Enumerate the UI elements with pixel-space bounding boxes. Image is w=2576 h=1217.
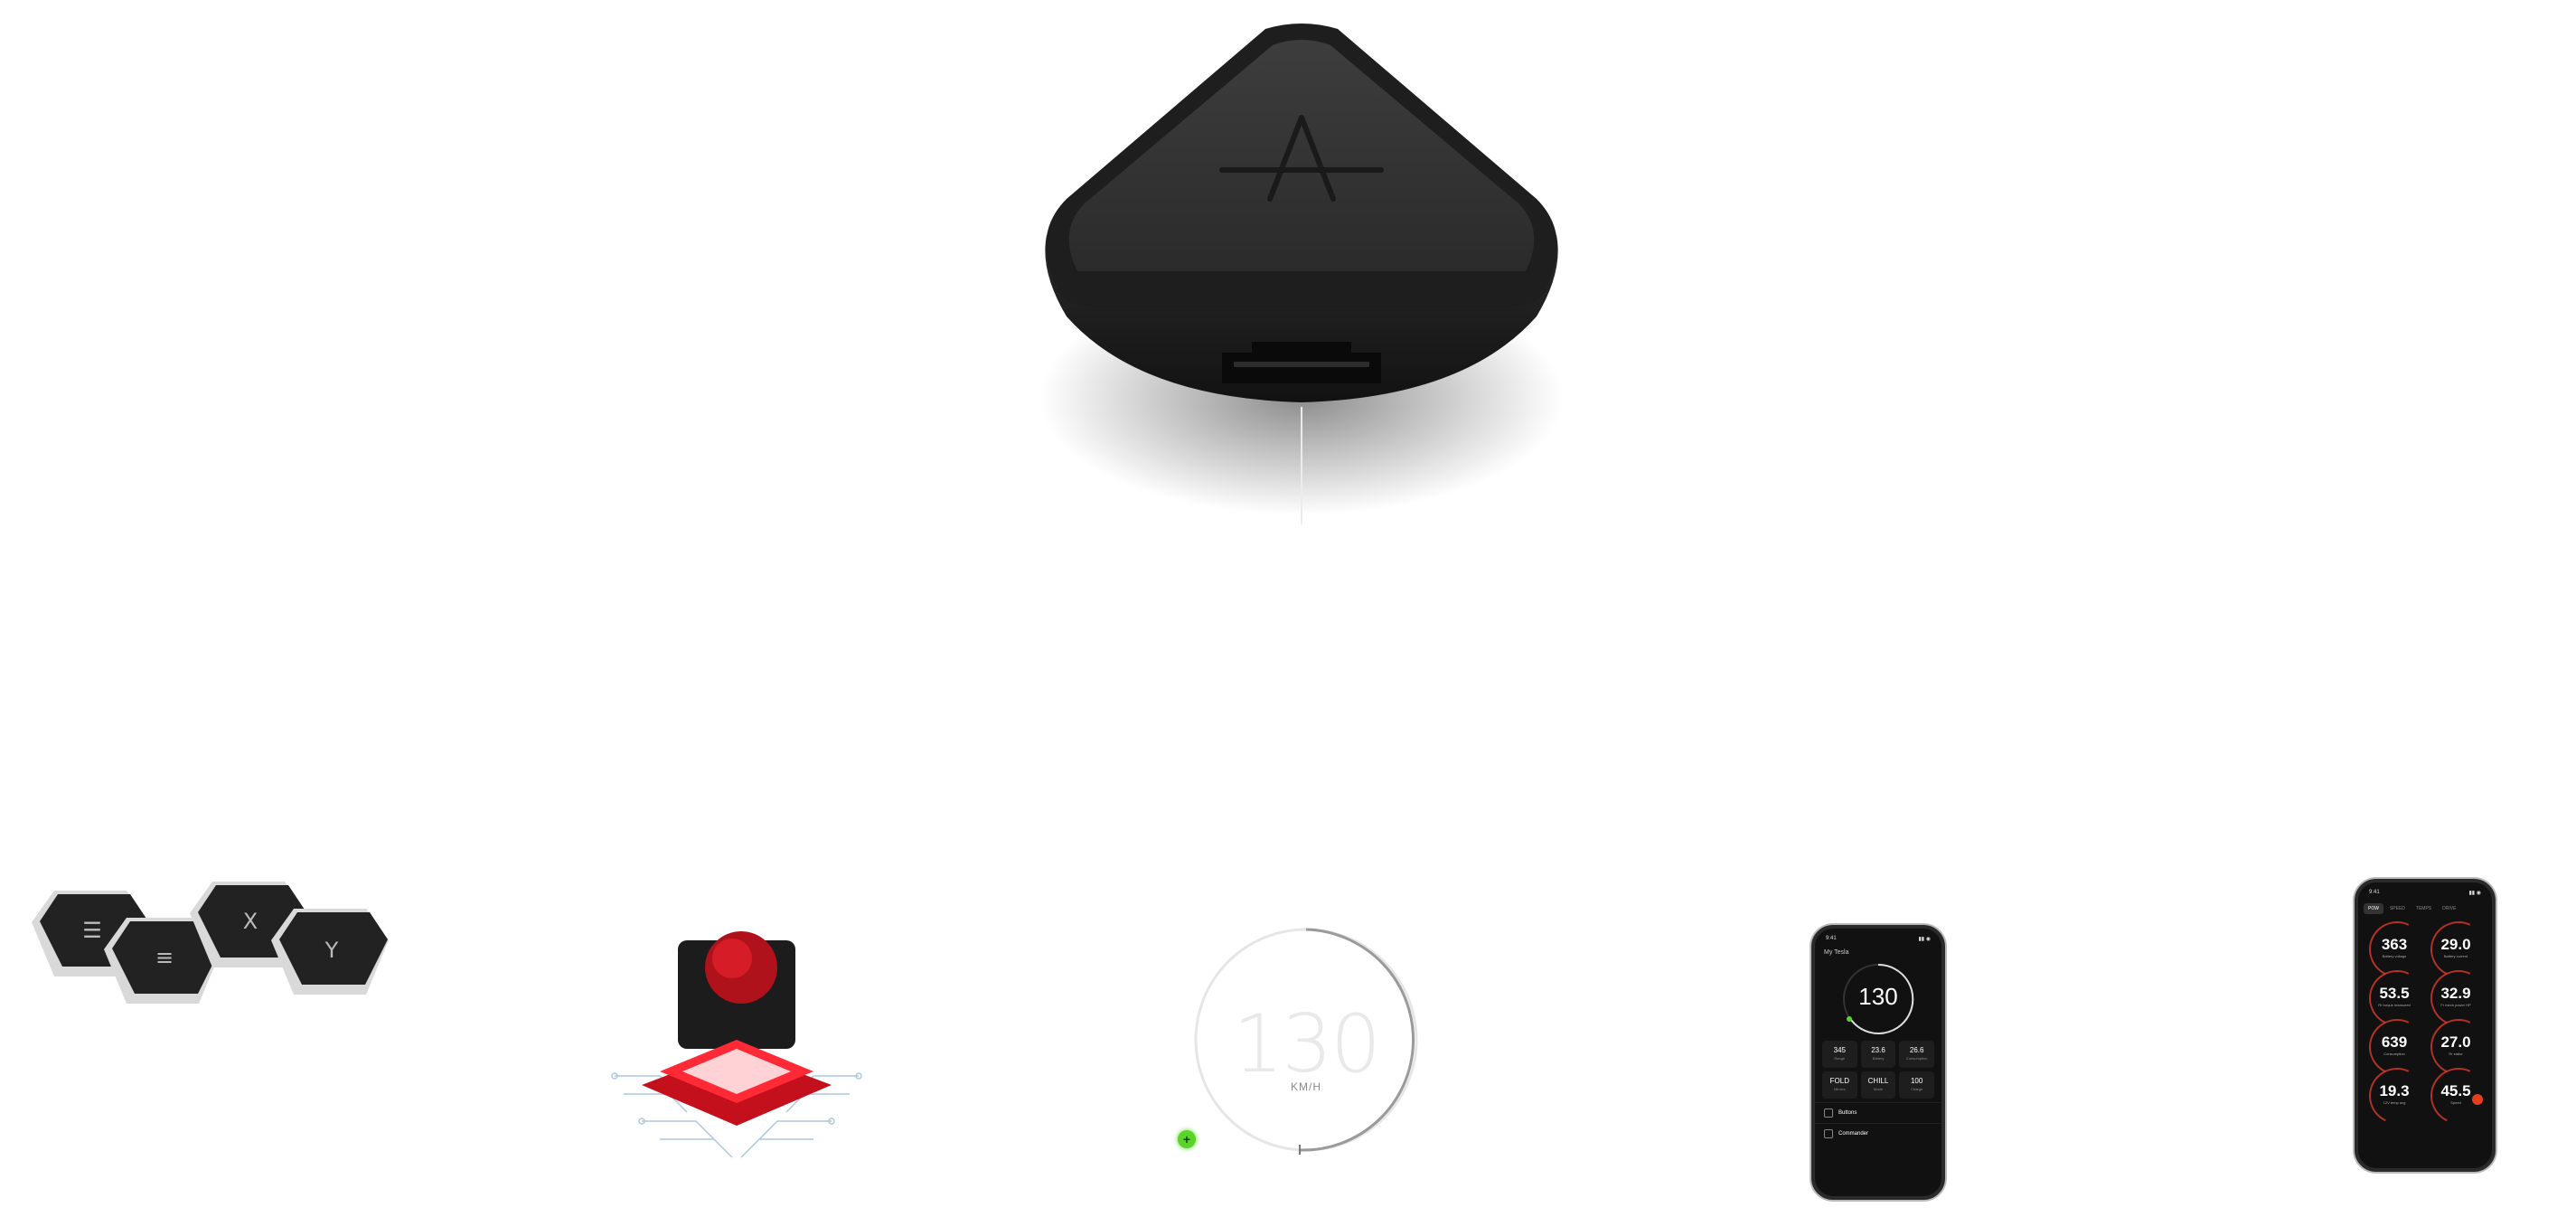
tab-drive[interactable]: DRIVE bbox=[2442, 906, 2457, 911]
speed-value: 130 bbox=[1233, 997, 1381, 1090]
signal-icon: ▮▮ ◉ bbox=[1918, 937, 1931, 942]
svg-text:Y: Y bbox=[324, 938, 339, 963]
status-time: 9:41 bbox=[1826, 936, 1837, 941]
button-key: ≡ bbox=[104, 918, 221, 1004]
speed-unit: KM/H bbox=[1291, 1080, 1321, 1093]
metric-tabs: POW SPEED TEMPS DRIVE bbox=[2358, 896, 2492, 916]
chip-illustration bbox=[611, 931, 862, 1158]
hex-buttons-image: ☰ ≡ X Y bbox=[32, 882, 389, 1004]
status-time: 9:41 bbox=[2369, 890, 2380, 895]
phone-speed-gauge: 130 bbox=[1840, 961, 1916, 1037]
svg-text:≡: ≡ bbox=[155, 945, 174, 970]
signal-icon: ▮▮ ◉ bbox=[2468, 891, 2481, 896]
hero-device-image bbox=[1039, 24, 1564, 524]
phone-title: My Tesla bbox=[1824, 949, 1849, 956]
menu-item-commander[interactable]: Commander bbox=[1815, 1123, 1941, 1144]
grid-icon bbox=[1824, 1109, 1833, 1118]
svg-text:☰: ☰ bbox=[82, 918, 102, 943]
commander-icon bbox=[1824, 1129, 1833, 1138]
green-plus-icon[interactable] bbox=[1178, 1130, 1196, 1148]
button-key: Y bbox=[271, 909, 389, 995]
tab-speed[interactable]: SPEED bbox=[2389, 906, 2405, 911]
record-icon[interactable] bbox=[2472, 1094, 2483, 1105]
speed-gauge: 130 KM/H bbox=[1184, 918, 1428, 1162]
gauge-ring bbox=[1194, 928, 1418, 1155]
phone-speed-value: 130 bbox=[1858, 983, 1898, 1010]
svg-text:X: X bbox=[243, 909, 258, 934]
tab-temps[interactable]: TEMPS bbox=[2415, 906, 2432, 911]
tab-pow[interactable]: POW bbox=[2364, 903, 2383, 914]
menu-item-buttons[interactable]: Buttons bbox=[1815, 1102, 1941, 1123]
device-logo-icon bbox=[1219, 115, 1384, 202]
